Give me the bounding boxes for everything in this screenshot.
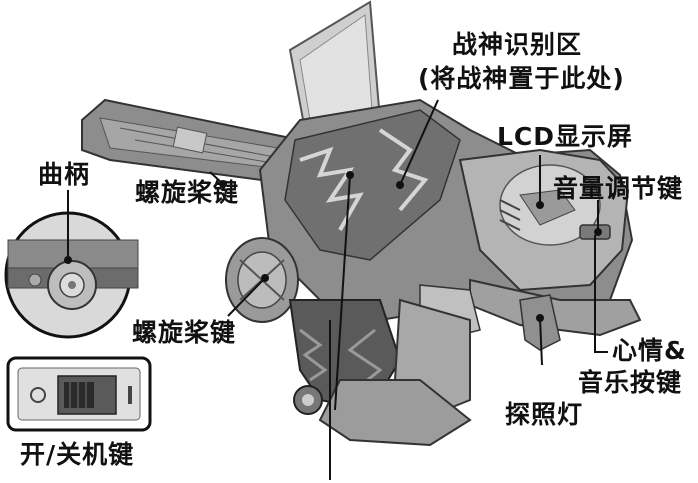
mood-music-label-1: 心情& xyxy=(612,336,687,365)
power-switch-label: 开/关机键 xyxy=(20,440,135,469)
power-switch-icon xyxy=(6,356,152,432)
propeller-mid-label: 螺旋桨键 xyxy=(132,318,237,347)
crank-wheel-icon xyxy=(4,211,139,339)
crank-label: 曲柄 xyxy=(38,160,91,189)
jaw-icon xyxy=(419,278,642,351)
recognition-zone-label: 战神识别区 xyxy=(452,30,583,59)
legs-icon xyxy=(288,298,472,447)
propeller-top-label: 螺旋桨键 xyxy=(135,178,240,207)
recognition-zone-hint-label: (将战神置于此处) xyxy=(418,64,625,93)
searchlight-label: 探照灯 xyxy=(505,400,584,429)
tail-boom-icon xyxy=(81,98,301,187)
mood-music-label-2: 音乐按键 xyxy=(578,368,683,397)
volume-label: 音量调节键 xyxy=(553,174,684,203)
callout-lines xyxy=(64,99,608,480)
lcd-label: LCD显示屏 xyxy=(497,122,634,151)
